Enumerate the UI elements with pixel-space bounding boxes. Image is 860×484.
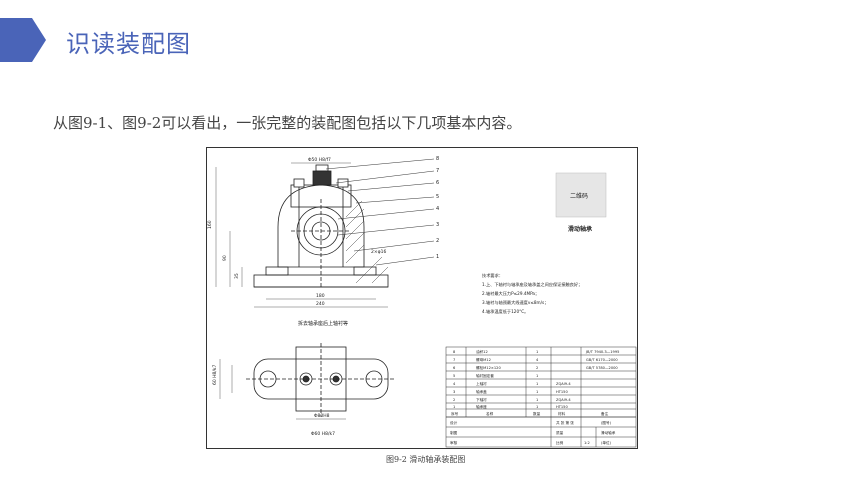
drawing-text: 4 (453, 382, 456, 386)
drawing-text: 4 (536, 358, 539, 362)
drawing-text: 1 (536, 350, 538, 354)
drawing-text: 1 (536, 374, 538, 378)
drawing-text: 1 (536, 382, 538, 386)
drawing-text: 2 (453, 398, 455, 402)
front-view (253, 164, 389, 288)
balloon-6: 6 (436, 180, 439, 186)
dim-hole-span: 180 (316, 293, 325, 299)
bom-header-no: 序号 (451, 411, 459, 416)
drawing-text: 1 (453, 405, 455, 409)
bom-table (445, 346, 637, 448)
tb-checker: 审核 (450, 440, 458, 445)
bom-header-material: 材料 (558, 411, 566, 416)
tb-unit: (单位) (601, 440, 612, 445)
dim-bolt-span: Φ80H8 (314, 413, 330, 419)
dim-center-height: 90 (222, 255, 228, 261)
page-title: 识读装配图 (66, 30, 191, 58)
dim-top-width: Φ50 H8/f7 (308, 157, 331, 163)
drawing-text: 1 (536, 398, 538, 402)
bom-header-qty: 数量 (533, 411, 541, 416)
dim-overall-height: 160 (207, 220, 213, 229)
drawing-text: 油杯12 (476, 349, 488, 354)
title-chevron (0, 18, 48, 62)
drawing-text: 螺母M12 (476, 357, 491, 362)
drawing-text: 下轴衬 (476, 397, 487, 402)
drawing-text: 螺栓M12×120 (476, 365, 501, 370)
drawing-text: JB/T 7940.3—1995 (585, 350, 619, 354)
drawing-text: 2 (536, 366, 538, 370)
drawing-text: 6 (453, 366, 456, 370)
part-leaders (325, 158, 435, 266)
drawing-text: 3 (453, 390, 455, 394)
requirement-3: 3.轴衬与轴颈最大线速度v≤8m/s； (482, 299, 548, 306)
tb-drawing-no: (图号) (601, 420, 612, 425)
dim-fit-small: 2×φ16 (371, 249, 386, 255)
dim-overall-length: 240 (316, 301, 325, 307)
drawing-text: GB/T 5780—2000 (586, 366, 618, 370)
tb-weight: 质量 (556, 430, 564, 435)
balloon-1: 1 (436, 254, 439, 260)
tb-drafter: 制图 (450, 430, 458, 435)
tb-designer: 设计 (450, 420, 458, 425)
tb-stage: 共 张 第 张 (556, 420, 574, 425)
tb-product: 滑动轴承 (601, 430, 616, 435)
drawing-text: 轴承盖 (476, 389, 487, 394)
top-dimensions (219, 359, 346, 420)
drawing-text: 轴衬固定套 (476, 373, 494, 378)
figure-caption: 图9-2 滑动轴承装配图 (386, 455, 466, 464)
drawing-text: 1 (536, 390, 538, 394)
requirements-heading: 技术要求： (482, 272, 503, 279)
tb-scale-value: 1:2 (584, 441, 590, 445)
balloon-7: 7 (436, 168, 439, 174)
drawing-text: 7 (453, 358, 455, 362)
requirement-4: 4.轴承温度低于120°C。 (482, 308, 528, 315)
drawing-text: GB/T 6170—2000 (586, 358, 618, 362)
assembly-drawing: 8 7 6 5 4 3 2 1 Φ50 H8/f7 160 90 35 180 … (206, 147, 638, 449)
qr-code-label: 二维码 (570, 192, 588, 200)
drawing-text: 上轴衬 (476, 381, 487, 386)
product-name: 滑动轴承 (568, 225, 592, 233)
drawing-text: 8 (453, 350, 456, 354)
balloon-8: 8 (436, 156, 439, 162)
balloon-2: 2 (436, 238, 439, 244)
requirement-1: 1.上、下轴衬与轴承座及轴承盖之间应保证接触良好； (482, 281, 582, 288)
section-hatching (345, 200, 389, 284)
dim-base-thick: 35 (234, 273, 240, 279)
view-label: 拆去轴承座后上轴衬等 (298, 320, 348, 327)
drawing-text: HT150 (556, 390, 568, 394)
drawing-text: ZQAl9-4 (556, 382, 571, 386)
tb-scale-label: 比例 (556, 440, 564, 445)
drawing-text: ZQAl9-4 (556, 398, 571, 402)
requirement-2: 2.轴衬最大压力P≤29.4MPa； (482, 290, 539, 297)
drawing-text: 1 (536, 405, 538, 409)
dim-side-fit: 60 H8/k7 (212, 364, 218, 385)
drawing-text: 轴承座 (476, 404, 487, 409)
intro-paragraph: 从图9-1、图9-2可以看出，一张完整的装配图包括以下几项基本内容。 (53, 114, 522, 132)
balloon-3: 3 (436, 222, 439, 228)
bom-header-name: 名称 (486, 411, 494, 416)
dim-bottom-fit: Φ60 H8/k7 (311, 431, 335, 437)
balloon-4: 4 (436, 206, 439, 212)
balloon-5: 5 (436, 194, 439, 200)
drawing-text: 5 (453, 374, 455, 378)
front-dimensions (215, 162, 388, 308)
drawing-text: HT150 (556, 405, 568, 409)
qr-code-placeholder (555, 172, 607, 218)
bom-header-remark: 备注 (601, 411, 609, 416)
top-view (246, 343, 396, 417)
